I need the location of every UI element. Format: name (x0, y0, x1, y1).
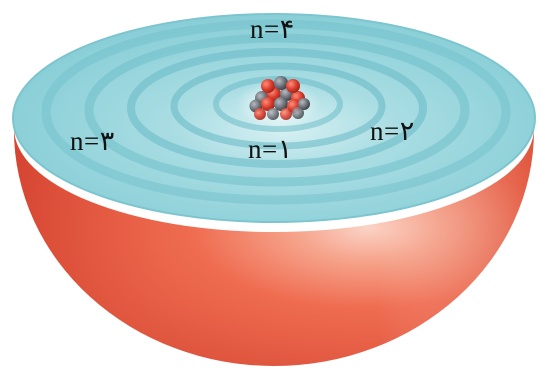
level-label-n3: n=۳ (70, 126, 115, 156)
neutron (274, 97, 288, 111)
proton (280, 108, 292, 120)
level-label-n2: n=۲ (370, 116, 415, 146)
level-label-n4: n=۴ (250, 14, 295, 44)
proton (286, 79, 300, 93)
hemisphere-shading (14, 128, 534, 366)
orbit-ring-5 (41, 19, 511, 205)
proton (261, 97, 275, 111)
neutron (274, 76, 288, 90)
atom-nucleus-icon (249, 76, 310, 120)
proton (261, 79, 275, 93)
neutron (292, 107, 304, 119)
top-surface-rim (12, 13, 536, 223)
level-label-n1: n=۱ (248, 134, 293, 164)
orbit-ring-4 (84, 33, 470, 187)
proton (254, 108, 266, 120)
neutron (298, 98, 310, 110)
neutron (267, 108, 279, 120)
orbit-ring-2 (170, 62, 386, 150)
orbit-ring-3 (127, 48, 427, 168)
